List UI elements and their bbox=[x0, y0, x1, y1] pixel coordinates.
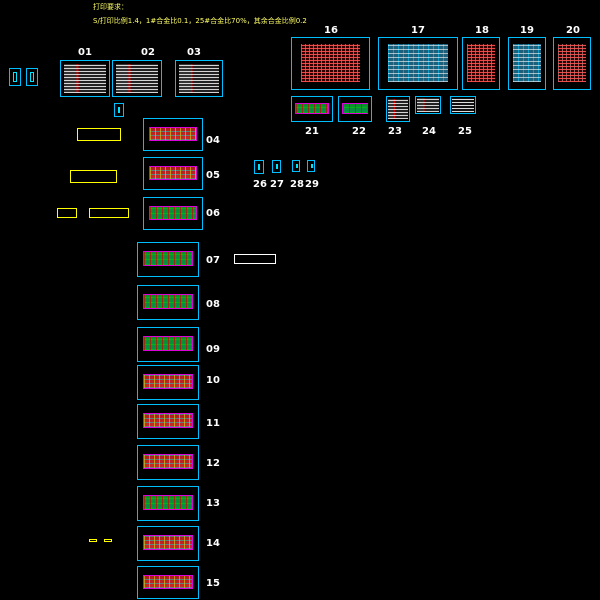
sheet-22[interactable] bbox=[338, 96, 372, 122]
sheet-label-18: 18 bbox=[475, 25, 489, 36]
sheet-29[interactable] bbox=[307, 160, 315, 172]
sheet-21[interactable] bbox=[291, 96, 333, 122]
sheet-label-06: 06 bbox=[206, 208, 220, 219]
sheet-10[interactable] bbox=[137, 365, 199, 400]
sheet-label-08: 08 bbox=[206, 299, 220, 310]
sheet-label-04: 04 bbox=[206, 135, 220, 146]
thumbnail-sheet-a[interactable] bbox=[9, 68, 21, 86]
sheet-label-22: 22 bbox=[352, 126, 366, 137]
sheet-label-20: 20 bbox=[566, 25, 580, 36]
print-requirements-heading: 打印要求： bbox=[93, 3, 128, 11]
sheet-label-14: 14 bbox=[206, 538, 220, 549]
yellow-detail-symbol-4[interactable] bbox=[89, 208, 129, 218]
sheet-08[interactable] bbox=[137, 285, 199, 320]
yellow-detail-symbol-1[interactable] bbox=[77, 128, 121, 141]
sheet-09[interactable] bbox=[137, 327, 199, 362]
sheet-05[interactable] bbox=[143, 157, 203, 190]
sheet-label-29: 29 bbox=[305, 179, 319, 190]
sheet-label-13: 13 bbox=[206, 498, 220, 509]
sheet-label-28: 28 bbox=[290, 179, 304, 190]
sheet-15[interactable] bbox=[137, 566, 199, 599]
thumbnail-sheet-b[interactable] bbox=[26, 68, 38, 86]
sheet-04[interactable] bbox=[143, 118, 203, 151]
sheet-03[interactable] bbox=[175, 60, 223, 97]
sheet-17[interactable] bbox=[378, 37, 458, 90]
yellow-detail-symbol-2[interactable] bbox=[70, 170, 117, 183]
sheet-label-15: 15 bbox=[206, 578, 220, 589]
sheet-19[interactable] bbox=[508, 37, 546, 90]
sheet-label-10: 10 bbox=[206, 375, 220, 386]
sheet-25[interactable] bbox=[450, 96, 476, 114]
sheet-label-21: 21 bbox=[305, 126, 319, 137]
white-detail-symbol[interactable] bbox=[234, 254, 276, 264]
sheet-26[interactable] bbox=[254, 160, 264, 174]
sheet-24[interactable] bbox=[415, 96, 441, 114]
sheet-16[interactable] bbox=[291, 37, 370, 90]
sheet-label-16: 16 bbox=[324, 25, 338, 36]
sheet-label-26: 26 bbox=[253, 179, 267, 190]
sheet-label-19: 19 bbox=[520, 25, 534, 36]
sheet-label-17: 17 bbox=[411, 25, 425, 36]
sheet-23[interactable] bbox=[386, 96, 410, 122]
sheet-13[interactable] bbox=[137, 486, 199, 521]
sheet-label-07: 07 bbox=[206, 255, 220, 266]
sheet-label-27: 27 bbox=[270, 179, 284, 190]
sheet-11[interactable] bbox=[137, 404, 199, 439]
sheet-label-03: 03 bbox=[187, 47, 201, 58]
sheet-18[interactable] bbox=[462, 37, 500, 90]
sheet-label-11: 11 bbox=[206, 418, 220, 429]
print-requirements-text: S/打印比例1.4，1#合金比0.1，25#合金比70%，其余合金比例0.2 bbox=[93, 17, 307, 25]
yellow-detail-symbol-3[interactable] bbox=[57, 208, 77, 218]
yellow-mark-2 bbox=[104, 539, 112, 542]
sheet-12[interactable] bbox=[137, 445, 199, 480]
sheet-14[interactable] bbox=[137, 526, 199, 561]
sheet-28[interactable] bbox=[292, 160, 300, 172]
sheet-02[interactable] bbox=[112, 60, 162, 97]
sheet-label-01: 01 bbox=[78, 47, 92, 58]
sheet-27[interactable] bbox=[272, 160, 281, 173]
sheet-label-23: 23 bbox=[388, 126, 402, 137]
yellow-mark-1 bbox=[89, 539, 97, 542]
sheet-07[interactable] bbox=[137, 242, 199, 277]
sheet-01[interactable] bbox=[60, 60, 110, 97]
sheet-label-09: 09 bbox=[206, 344, 220, 355]
sheet-06[interactable] bbox=[143, 197, 203, 230]
sheet-label-02: 02 bbox=[141, 47, 155, 58]
sheet-label-25: 25 bbox=[458, 126, 472, 137]
sheet-20[interactable] bbox=[553, 37, 591, 90]
sheet-label-05: 05 bbox=[206, 170, 220, 181]
detail-block[interactable] bbox=[114, 103, 124, 117]
sheet-label-12: 12 bbox=[206, 458, 220, 469]
sheet-label-24: 24 bbox=[422, 126, 436, 137]
